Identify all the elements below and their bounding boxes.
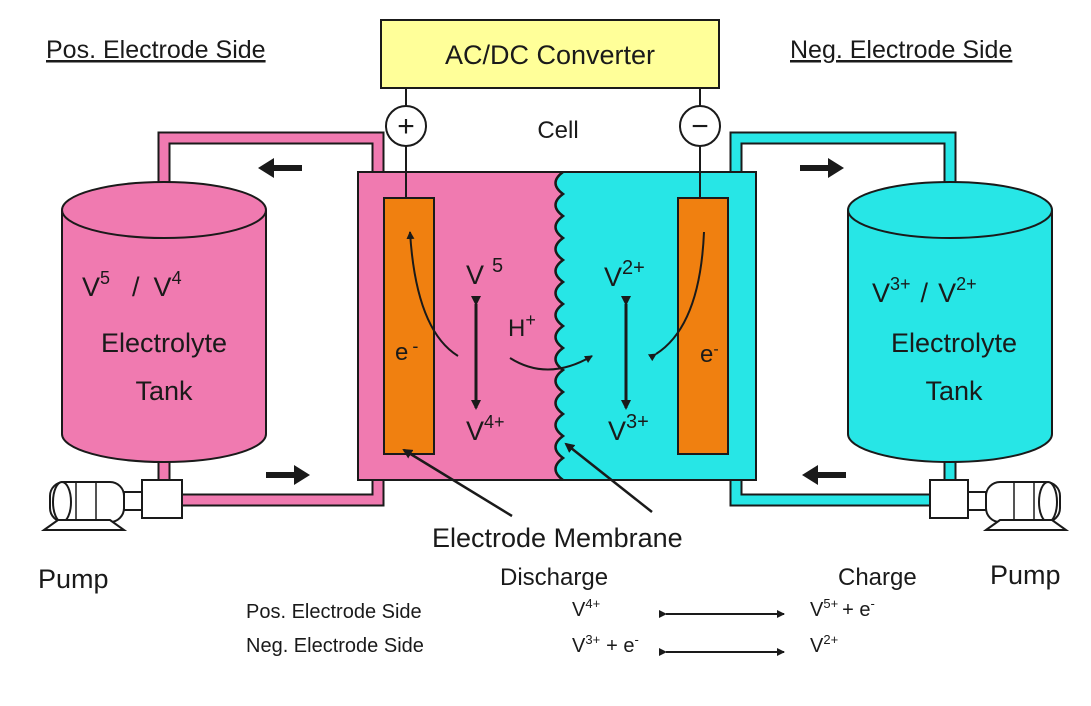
reaction-row-2-left: V3+ + e- <box>572 632 639 657</box>
proton: H+ <box>508 310 536 342</box>
right-pump <box>929 479 1070 531</box>
left-tank-v5-sup: 5 <box>100 268 110 288</box>
right-tank-v2-sup: 2+ <box>956 274 977 294</box>
electrode-pointer-arrow <box>402 448 513 518</box>
right-electron-e: e <box>700 341 713 368</box>
reaction-row-2-left-v: V <box>572 635 586 657</box>
proton-h: H <box>508 315 525 342</box>
reaction-row-1-left-sup: 4+ <box>585 596 600 611</box>
reaction-row-1-right-sup: 5+ <box>823 596 838 611</box>
right-v3-v: V <box>608 416 626 446</box>
right-tank-line2: Tank <box>925 376 983 406</box>
pump-left-label: Pump <box>38 564 109 594</box>
reaction-row-2-left-extra: + e <box>606 635 634 657</box>
right-v3-sup: 3+ <box>626 411 649 433</box>
membrane-pointer-arrow <box>564 442 653 513</box>
reaction-row-1-right-v: V <box>810 599 824 621</box>
converter-label: AC/DC Converter <box>445 40 655 70</box>
flow-arrow-left-top <box>258 158 302 178</box>
left-electron-arrow <box>406 231 459 357</box>
right-v3: V3+ <box>608 411 649 446</box>
right-tank-v3-sup: 3+ <box>890 274 911 294</box>
membrane <box>554 170 566 482</box>
reaction-row-1-right-extra-sup: - <box>871 596 875 611</box>
reaction-row-2-right-v: V <box>810 635 824 657</box>
right-v2-v: V <box>604 262 622 292</box>
right-electron: e- <box>700 341 719 368</box>
left-v4-sup: 4+ <box>484 412 505 432</box>
plus-sign: + <box>397 110 415 143</box>
right-tank-v3: V <box>872 278 890 308</box>
reaction-row-1-left-v: V <box>572 599 586 621</box>
left-pump <box>40 479 183 531</box>
neg-side-header: Neg. Electrode Side <box>790 36 1012 64</box>
reaction-row-1-right-extra: + e <box>842 599 870 621</box>
left-tank <box>61 181 267 463</box>
reaction-row-2-right-sup: 2+ <box>823 632 838 647</box>
discharge-label: Discharge <box>500 564 608 591</box>
left-electron: e- <box>395 336 418 366</box>
right-tank <box>847 181 1053 463</box>
right-tank-line1: Electrolyte <box>891 328 1017 358</box>
reaction-row-1-left: V4+ <box>572 596 600 621</box>
left-v4: V4+ <box>466 412 505 446</box>
left-tank-line2: Tank <box>135 376 193 406</box>
charge-label: Charge <box>838 564 917 591</box>
minus-terminal: − <box>679 105 721 147</box>
left-tank-species: V5/V4 <box>82 268 182 302</box>
flow-arrow-left-bottom <box>266 465 310 485</box>
right-v2-sup: 2+ <box>622 257 645 279</box>
electrode-membrane-label: Electrode Membrane <box>432 523 683 553</box>
left-tank-v4-sup: 4 <box>172 268 182 288</box>
right-electron-sup: - <box>713 341 718 358</box>
positive-electrode <box>383 197 435 455</box>
pump-right-label: Pump <box>990 560 1061 590</box>
left-tank-slash: / <box>132 272 140 302</box>
left-v4-v: V <box>466 416 484 446</box>
reaction-row-1-side: Pos. Electrode Side <box>246 601 422 623</box>
converter-box <box>380 19 720 89</box>
right-tank-v2: V <box>938 278 956 308</box>
flow-arrow-right-bottom <box>802 465 846 485</box>
plus-terminal: + <box>385 105 427 147</box>
left-tank-v4: V <box>154 272 172 302</box>
right-tank-slash: / <box>921 278 929 308</box>
flow-arrow-right-top <box>800 158 844 178</box>
left-tank-line1: Electrolyte <box>101 328 227 358</box>
reaction-row-2-right: V2+ <box>810 632 838 657</box>
reaction-row-2-side: Neg. Electrode Side <box>246 635 424 657</box>
left-electron-e: e <box>395 339 408 366</box>
cell-label: Cell <box>537 117 578 144</box>
minus-sign: − <box>691 110 709 143</box>
left-v5-sup: 5 <box>492 255 503 277</box>
left-tank-v5: V <box>82 272 100 302</box>
left-electron-sup: - <box>412 336 418 356</box>
reaction-row-2-left-extra-sup: - <box>635 632 639 647</box>
left-v5-v: V <box>466 260 484 290</box>
right-electron-arrow <box>647 231 705 362</box>
right-tank-species: V3+/V2+ <box>872 274 977 308</box>
pos-side-header: Pos. Electrode Side <box>46 36 266 64</box>
right-v2: V2+ <box>604 257 645 292</box>
reaction-row-1-right: V5+ + e- <box>810 596 875 621</box>
proton-transfer-arrow <box>509 355 593 371</box>
proton-sup: + <box>525 310 536 330</box>
reaction-row-2-left-sup: 3+ <box>585 632 600 647</box>
